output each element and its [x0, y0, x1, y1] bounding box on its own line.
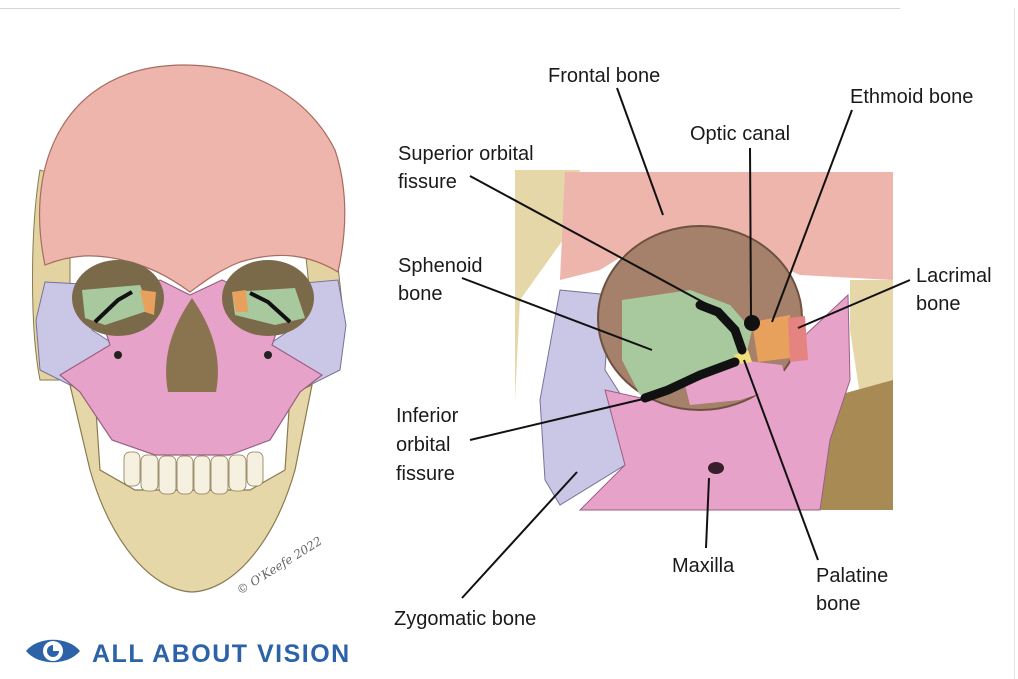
label-inferior-orbital-fissure-line2: orbital [396, 434, 450, 456]
label-optic-canal: Optic canal [690, 123, 790, 145]
closeup-infraorbital-foramen [708, 462, 724, 474]
brand-logo-text[interactable]: ALL ABOUT VISION [92, 640, 351, 669]
label-lacrimal-bone-line2: bone [916, 293, 961, 315]
orbit-closeup [515, 170, 893, 510]
label-inferior-orbital-fissure-line1: Inferior [396, 405, 459, 427]
label-maxilla: Maxilla [672, 555, 735, 577]
closeup-optic-canal [744, 315, 760, 331]
label-sphenoid-bone-line1: Sphenoid [398, 255, 483, 277]
leader-optic-canal [750, 148, 751, 318]
closeup-lacrimal [788, 316, 808, 362]
skull-frontal-bone [40, 65, 345, 292]
eye-icon [24, 632, 82, 675]
label-palatine-bone-line1: Palatine [816, 565, 888, 587]
label-frontal-bone: Frontal bone [548, 65, 660, 87]
skull-teeth [124, 452, 263, 494]
label-lacrimal-bone-line1: Lacrimal [916, 265, 992, 287]
label-superior-orbital-fissure-line2: fissure [398, 171, 457, 193]
skull-front-view: © O'Keefe 2022 [33, 65, 347, 597]
skull-foramen-left [114, 351, 122, 359]
label-inferior-orbital-fissure-line3: fissure [396, 463, 455, 485]
label-ethmoid-bone: Ethmoid bone [850, 86, 973, 108]
label-superior-orbital-fissure-line1: Superior orbital [398, 143, 534, 165]
label-sphenoid-bone-line2: bone [398, 283, 443, 305]
skull-foramen-right [264, 351, 272, 359]
leader-zygomatic-bone [462, 472, 577, 598]
label-palatine-bone-line2: bone [816, 593, 861, 615]
label-zygomatic-bone: Zygomatic bone [394, 608, 536, 630]
